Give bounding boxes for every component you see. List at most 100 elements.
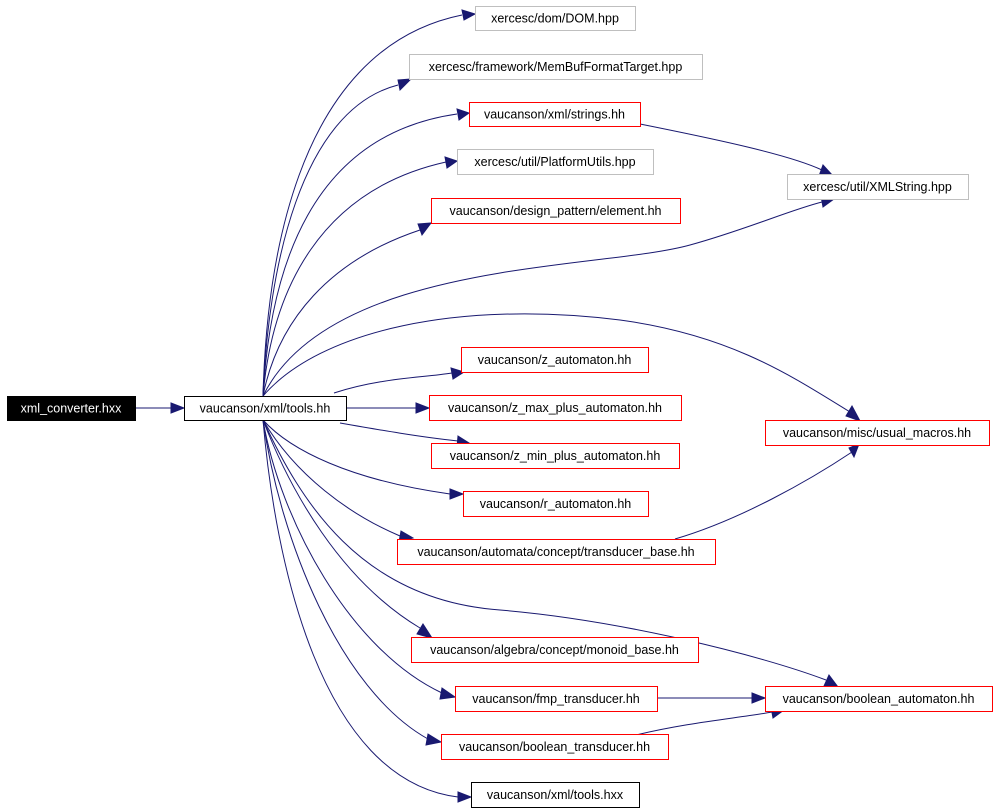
node-z-max-plus-hh[interactable]: vaucanson/z_max_plus_automaton.hh bbox=[429, 395, 682, 421]
edge-line bbox=[262, 201, 823, 397]
node-element-hh[interactable]: vaucanson/design_pattern/element.hh bbox=[431, 198, 681, 224]
arrowhead bbox=[425, 733, 443, 746]
nodes-layer: xml_converter.hxx vaucanson/xml/tools.hh x… bbox=[7, 6, 993, 808]
edge-tools_hh-to-dom_hpp bbox=[262, 9, 477, 397]
node-xml-converter[interactable]: xml_converter.hxx bbox=[7, 396, 136, 421]
node-label: vaucanson/design_pattern/element.hh bbox=[450, 204, 662, 218]
edge-line bbox=[262, 419, 451, 495]
node-label: vaucanson/z_min_plus_automaton.hh bbox=[450, 449, 661, 463]
node-label: vaucanson/z_automaton.hh bbox=[478, 353, 632, 367]
node-label: vaucanson/r_automaton.hh bbox=[480, 497, 632, 511]
edge-xml_converter-to-tools_hh bbox=[135, 402, 186, 414]
node-label: vaucanson/fmp_transducer.hh bbox=[472, 692, 640, 706]
node-label: vaucanson/xml/strings.hh bbox=[484, 108, 625, 122]
edge-line bbox=[262, 419, 401, 537]
arrowhead bbox=[823, 674, 840, 688]
edge-line bbox=[262, 229, 421, 397]
node-platformutils-hpp[interactable]: xercesc/util/PlatformUtils.hpp bbox=[457, 149, 654, 175]
edge-tools_hh-to-z_automaton_hh bbox=[333, 367, 466, 394]
arrowhead bbox=[449, 488, 465, 500]
node-label: xml_converter.hxx bbox=[21, 402, 122, 416]
arrowhead bbox=[450, 367, 466, 380]
node-dom-hpp[interactable]: xercesc/dom/DOM.hpp bbox=[475, 6, 636, 31]
node-boolean-automaton-hh[interactable]: vaucanson/boolean_automaton.hh bbox=[765, 686, 993, 712]
edge-tools_hh-to-transducer_base_hh bbox=[262, 419, 415, 543]
edge-line bbox=[262, 419, 421, 629]
node-box bbox=[431, 198, 681, 224]
edge-strings_hh-to-xmlstring_hpp bbox=[639, 123, 836, 178]
arrowhead bbox=[416, 623, 434, 639]
node-r-automaton-hh[interactable]: vaucanson/r_automaton.hh bbox=[463, 491, 649, 517]
edge-fmp_transducer_hh-to-boolean_automaton_hh bbox=[657, 692, 767, 704]
edge-tools_hh-to-fmp_transducer_hh bbox=[262, 419, 457, 700]
edge-tools_hh-to-tools_hxx bbox=[262, 419, 473, 803]
node-box bbox=[787, 174, 969, 200]
edge-line bbox=[333, 372, 453, 394]
node-box bbox=[455, 686, 658, 712]
node-box bbox=[441, 734, 669, 760]
arrowhead bbox=[397, 78, 413, 92]
arrowhead bbox=[457, 791, 473, 803]
arrowhead bbox=[170, 402, 186, 414]
edge-tools_hh-to-z_max_plus_hh bbox=[346, 402, 431, 414]
node-label: xercesc/util/PlatformUtils.hpp bbox=[474, 155, 635, 169]
node-box bbox=[411, 637, 699, 663]
node-box bbox=[429, 395, 682, 421]
edge-line bbox=[262, 313, 851, 413]
node-membuf-hpp[interactable]: xercesc/framework/MemBufFormatTarget.hpp bbox=[409, 54, 703, 80]
node-strings-hh[interactable]: vaucanson/xml/strings.hh bbox=[469, 102, 641, 127]
node-xmlstring-hpp[interactable]: xercesc/util/XMLString.hpp bbox=[787, 174, 969, 200]
edge-line bbox=[262, 161, 447, 397]
node-transducer-base-hh[interactable]: vaucanson/automata/concept/transducer_ba… bbox=[397, 539, 716, 565]
arrowhead bbox=[417, 222, 433, 237]
edge-line bbox=[262, 113, 458, 397]
node-boolean-transducer-hh[interactable]: vaucanson/boolean_transducer.hh bbox=[441, 734, 669, 760]
node-box bbox=[7, 396, 136, 421]
node-label: vaucanson/misc/usual_macros.hh bbox=[783, 426, 971, 440]
node-z-min-plus-hh[interactable]: vaucanson/z_min_plus_automaton.hh bbox=[431, 443, 680, 469]
node-monoid-base-hh[interactable]: vaucanson/algebra/concept/monoid_base.hh bbox=[411, 637, 699, 663]
edge-line bbox=[339, 422, 459, 442]
edge-tools_hh-to-boolean_transducer_hh bbox=[262, 419, 443, 746]
node-box bbox=[471, 782, 640, 808]
node-label: vaucanson/boolean_transducer.hh bbox=[459, 740, 650, 754]
edge-tools_hh-to-membuf_hpp bbox=[262, 78, 413, 397]
edge-tools_hh-to-strings_hh bbox=[262, 108, 471, 397]
node-box bbox=[475, 6, 636, 31]
edge-tools_hh-to-usual_macros_hh bbox=[262, 313, 862, 422]
edge-line bbox=[674, 451, 853, 540]
edge-line bbox=[262, 419, 827, 681]
node-z-automaton-hh[interactable]: vaucanson/z_automaton.hh bbox=[461, 347, 649, 373]
node-box bbox=[765, 420, 990, 446]
node-box bbox=[184, 396, 347, 421]
node-box bbox=[397, 539, 716, 565]
edge-line bbox=[262, 419, 429, 740]
node-usual-macros-hh[interactable]: vaucanson/misc/usual_macros.hh bbox=[765, 420, 990, 446]
node-box bbox=[457, 149, 654, 175]
edge-tools_hh-to-platformutils_hpp bbox=[262, 156, 459, 397]
edge-tools_hh-to-monoid_base_hh bbox=[262, 419, 434, 639]
node-label: vaucanson/z_max_plus_automaton.hh bbox=[448, 401, 662, 415]
node-label: vaucanson/automata/concept/transducer_ba… bbox=[417, 545, 694, 559]
node-box bbox=[409, 54, 703, 80]
node-label: vaucanson/algebra/concept/monoid_base.hh bbox=[430, 643, 679, 657]
node-tools-hh[interactable]: vaucanson/xml/tools.hh bbox=[184, 396, 347, 421]
node-box bbox=[461, 347, 649, 373]
node-tools-hxx[interactable]: vaucanson/xml/tools.hxx bbox=[471, 782, 640, 808]
arrowhead bbox=[456, 108, 471, 121]
node-box bbox=[469, 102, 641, 127]
edge-boolean_transducer_hh-to-boolean_automaton_hh bbox=[635, 706, 786, 736]
edge-line bbox=[635, 711, 773, 736]
edge-line bbox=[262, 84, 399, 397]
node-fmp-transducer-hh[interactable]: vaucanson/fmp_transducer.hh bbox=[455, 686, 658, 712]
arrowhead bbox=[461, 9, 477, 21]
node-label: vaucanson/boolean_automaton.hh bbox=[783, 692, 975, 706]
edge-line bbox=[639, 123, 823, 171]
node-label: vaucanson/xml/tools.hxx bbox=[487, 788, 624, 802]
node-label: xercesc/framework/MemBufFormatTarget.hpp bbox=[429, 60, 683, 74]
node-label: xercesc/util/XMLString.hpp bbox=[803, 180, 952, 194]
node-label: vaucanson/xml/tools.hh bbox=[200, 402, 331, 416]
edge-tools_hh-to-element_hh bbox=[262, 222, 433, 397]
arrowhead bbox=[845, 404, 862, 422]
node-box bbox=[765, 686, 993, 712]
